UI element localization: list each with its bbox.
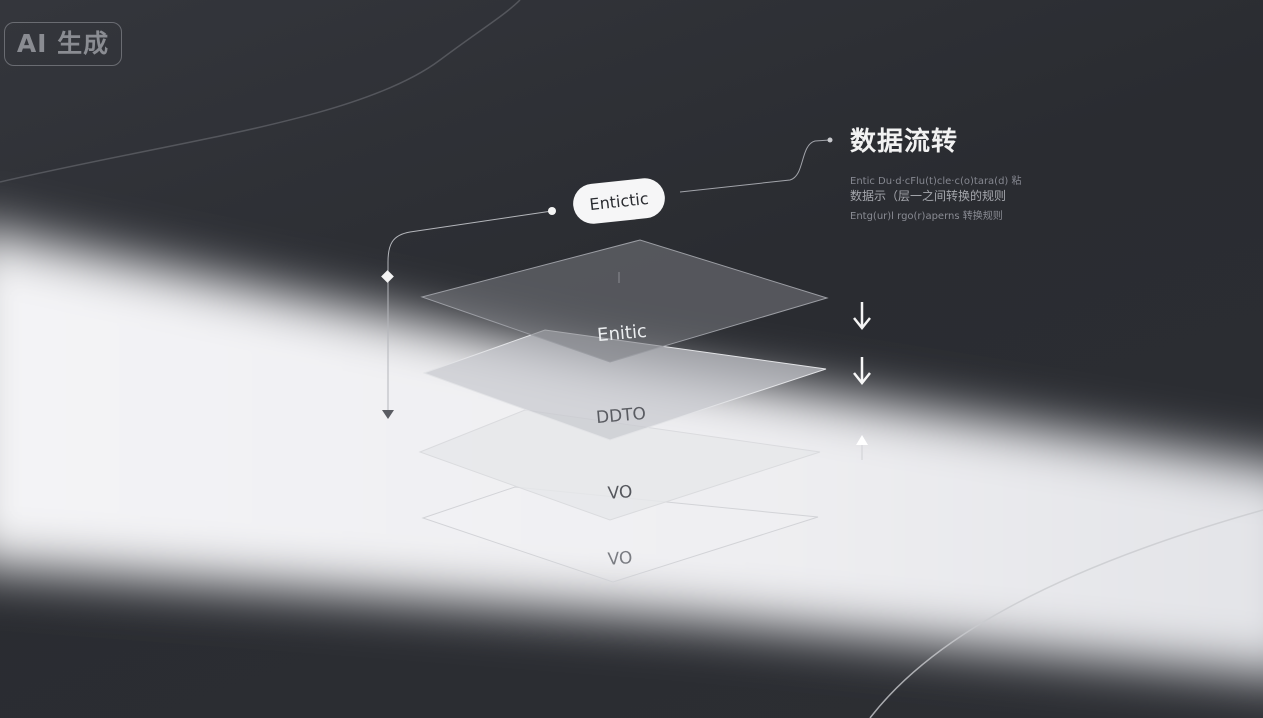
top-pill: Entictic (573, 178, 665, 224)
ai-generated-badge: AI 生成 (4, 22, 122, 66)
left-connector-dot (548, 207, 556, 215)
layer-4 (418, 409, 821, 521)
left-connector-arrowhead (382, 410, 394, 419)
description-line-3: Entg(ur)l rgo(r)aperns 转换规则 (850, 211, 1003, 222)
diagram-title: 数据流转 (850, 127, 959, 157)
arrow-down-icon (853, 357, 871, 386)
layer-label-vo-2: VO (607, 548, 633, 570)
layer-2 (420, 239, 829, 363)
left-connector-diamond (381, 270, 394, 283)
arrow-up-icon (856, 435, 868, 460)
decor-curve-top-left (0, 0, 521, 183)
decor-curve-bottom-right (869, 509, 1263, 718)
description-line-2: 数据示（层一之间转换的规则 (850, 189, 1007, 203)
title-connector-dot (827, 137, 833, 143)
layer-label-ddto: DDTO (595, 404, 647, 428)
layer-3 (422, 329, 827, 441)
left-connector (387, 210, 553, 412)
layer-label-enitic: Enitic (596, 321, 647, 346)
layer-5 (421, 486, 819, 583)
layer-label-vo-1: VO (607, 482, 633, 504)
arrow-down-icon (853, 302, 871, 331)
pill-to-title-connector (679, 139, 831, 193)
description-line-1: Entic Du·d·cFlu(t)cle·c(o)tara(d) 粘 (850, 176, 1022, 187)
